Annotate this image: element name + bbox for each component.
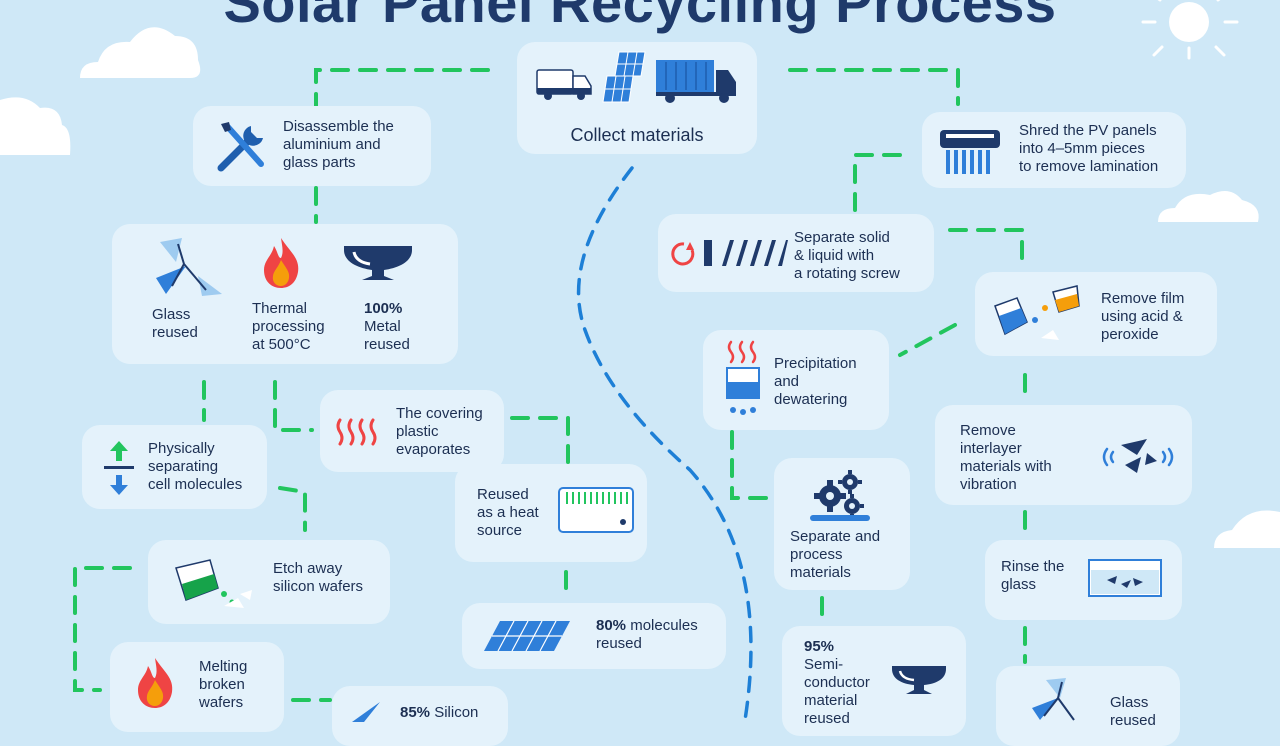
step-semiconductor-reused: 95%Semi- conductor material reused	[782, 626, 966, 736]
covering-label: The covering plastic evaporates	[396, 405, 483, 458]
metal-rest: Metal reused	[364, 318, 410, 353]
shredder-icon	[940, 130, 1000, 174]
metal-reused-label: 100%Metal reused	[364, 300, 410, 354]
step-silicon-reused: 85% Silicon	[332, 686, 508, 746]
glass-reused-label: Glass reused	[152, 306, 198, 341]
metal-bowl-icon	[344, 246, 412, 280]
molecules-label: 80% molecules reused	[596, 617, 698, 653]
step-precipitation: Precipitation and dewatering	[703, 330, 889, 430]
glass-shards-icon	[1032, 678, 1075, 721]
solar-panel-small-icon	[352, 702, 380, 722]
heat-source-label: Reused as a heat source	[477, 486, 539, 539]
molecules-pct: 80%	[596, 617, 627, 634]
step-separate-process: Separate and process materials	[774, 458, 910, 590]
radiator-icon	[558, 487, 634, 533]
page-title: Solar Panel Recycling Process	[223, 0, 1057, 34]
background-art	[0, 0, 1280, 720]
flame-icon	[138, 658, 173, 708]
rinse-label: Rinse the glass	[1001, 558, 1065, 593]
progress-bar	[810, 515, 870, 521]
metal-bowl-icon	[892, 666, 946, 694]
step-etch-silicon: Etch away silicon wafers	[148, 540, 390, 624]
step-thermal-group: Glass reused Thermal processing at 500°C…	[112, 224, 458, 364]
sun-icon	[1141, 0, 1239, 60]
separate-process-label: Separate and process materials	[790, 528, 881, 581]
tools-icon	[217, 122, 264, 172]
collect-label: Collect materials	[570, 125, 704, 145]
rinse-tray-icon	[1088, 559, 1162, 597]
step-collect-materials: Collect materials	[517, 42, 757, 154]
remove-film-label: Remove film using acid & peroxide	[1101, 290, 1185, 343]
separate-solid-label: Separate solid & liquid with a rotating …	[794, 229, 900, 282]
truck-icon	[656, 60, 736, 103]
shred-label: Shred the PV panels into 4–5mm pieces to…	[1019, 122, 1159, 175]
gears-icon	[814, 470, 864, 518]
step-disassemble: Disassemble the aluminium and glass part…	[193, 106, 431, 186]
solar-panel-icon	[602, 51, 646, 103]
separate-arrows-icon	[104, 441, 134, 495]
step-remove-film: Remove film using acid & peroxide	[975, 272, 1217, 356]
glass-reused-right-label: Glass reused	[1110, 694, 1156, 729]
acid-beakers-icon	[994, 285, 1080, 340]
etch-beaker-icon	[175, 559, 252, 608]
physically-label: Physically separating cell molecules	[148, 440, 243, 493]
semiconductor-label: 95%Semi- conductor material reused	[804, 638, 870, 728]
molecules-rest: molecules reused	[596, 617, 698, 652]
step-melting-wafers: Melting broken wafers	[110, 642, 284, 732]
cloud-icon	[0, 27, 1280, 548]
remove-interlayer-label: Remove interlayer materials with vibrati…	[960, 422, 1052, 493]
etch-label: Etch away silicon wafers	[273, 560, 364, 595]
step-separate-solid-liquid: Separate solid & liquid with a rotating …	[658, 214, 934, 292]
thermal-label: Thermal processing at 500°C	[252, 300, 325, 353]
precipitation-beaker-icon	[726, 340, 760, 415]
van-icon	[536, 69, 592, 100]
step-heat-source: Reused as a heat source	[455, 464, 647, 562]
disassemble-label: Disassemble the aluminium and glass part…	[283, 118, 394, 171]
step-molecules-reused: 80% molecules reused	[462, 603, 726, 669]
semi-rest: Semi- conductor material reused	[804, 656, 870, 727]
silicon-pct: 85%	[400, 704, 431, 721]
step-physically-separating: Physically separating cell molecules	[82, 425, 267, 509]
step-covering-plastic: The covering plastic evaporates	[320, 390, 504, 472]
vibration-shards-icon	[1102, 439, 1174, 473]
metal-pct: 100%	[364, 300, 403, 317]
silicon-label: 85% Silicon	[400, 704, 478, 722]
semi-pct: 95%	[804, 638, 835, 655]
step-rinse-glass: Rinse the glass	[985, 540, 1182, 620]
melting-label: Melting broken wafers	[199, 658, 248, 711]
step-shred-panels: Shred the PV panels into 4–5mm pieces to…	[922, 112, 1186, 188]
silicon-rest: Silicon	[430, 704, 479, 721]
glass-shards-icon	[156, 238, 222, 296]
flame-icon	[264, 238, 299, 288]
step-remove-interlayer: Remove interlayer materials with vibrati…	[935, 405, 1192, 505]
rotating-screw-icon	[671, 240, 788, 266]
heat-waves-icon	[336, 418, 377, 446]
solar-panel-small-icon	[484, 620, 570, 652]
precipitation-label: Precipitation and dewatering	[774, 355, 857, 408]
step-glass-reused-right: Glass reused	[996, 666, 1180, 746]
